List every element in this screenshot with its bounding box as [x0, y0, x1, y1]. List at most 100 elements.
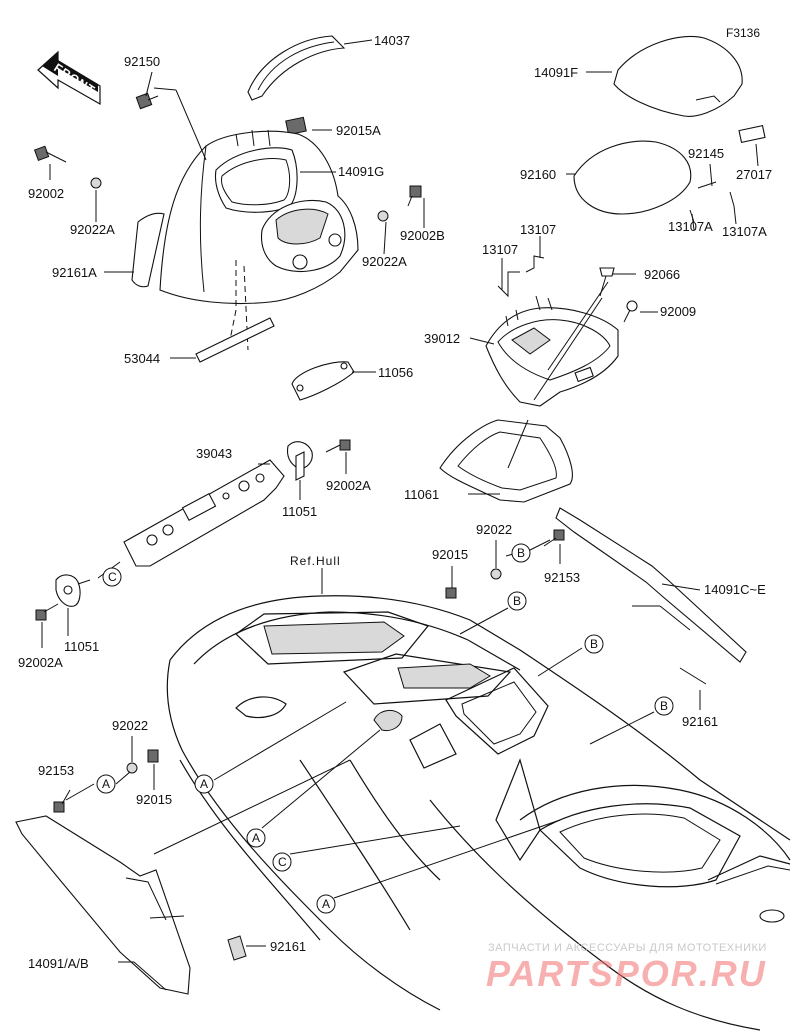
callout-letter: B	[513, 594, 521, 608]
pin-13107A-icon	[729, 191, 735, 207]
part-label: 13107	[520, 222, 556, 237]
bolt-92002B-icon	[407, 185, 422, 207]
part-label: 92022	[476, 522, 512, 537]
spring-13107-icon	[525, 255, 545, 273]
front-arrow-icon: FRONT	[37, 50, 101, 106]
part-label: 92015A	[336, 123, 381, 138]
bracket-11056	[291, 361, 355, 401]
part-label: 92015	[136, 792, 172, 807]
callout-letter: B	[660, 699, 668, 713]
part-label: 14091C~E	[704, 582, 766, 597]
part-label: 92150	[124, 54, 160, 69]
callout-marker: B	[507, 591, 527, 611]
part-labels: 14037 92150 92015A 14091G 92002 92022A 9…	[18, 33, 772, 971]
hull-reference	[166, 595, 791, 1031]
callout-letter: A	[252, 831, 260, 845]
callout-letter: A	[200, 777, 208, 791]
strip-92161-icon	[679, 667, 707, 685]
bolt-92153-icon	[53, 789, 71, 813]
bolt-92002A-icon	[325, 439, 351, 453]
part-label: 11051	[282, 504, 317, 519]
callout-letter: B	[590, 637, 598, 651]
bolt-92002-icon	[33, 145, 67, 163]
part-label: 92022A	[70, 222, 115, 237]
lid-14091F	[613, 35, 743, 117]
part-label: 92066	[644, 267, 680, 282]
glove-box-39012	[485, 295, 619, 407]
callout-marker: A	[246, 828, 266, 848]
callout-marker: B	[584, 634, 604, 654]
pin-92145-icon	[697, 181, 717, 189]
seal-strip-92161A	[131, 212, 165, 288]
part-label: 92002B	[400, 228, 445, 243]
watermark-caption: ЗАПЧАСТИ И АКСЕССУАРЫ ДЛЯ МОТОТЕХНИКИ	[488, 942, 767, 954]
mount-11051-low	[55, 574, 81, 607]
part-label: 39012	[424, 331, 460, 346]
part-label: 92145	[688, 146, 724, 161]
bar-53044	[195, 317, 275, 363]
callout-marker: A	[316, 894, 336, 914]
leader-line	[507, 419, 529, 469]
callout-marker: C	[102, 567, 122, 587]
part-label: 92002A	[326, 478, 371, 493]
spring-13107-icon	[497, 271, 520, 298]
part-label: 92002	[28, 186, 64, 201]
drawing-code: F3136	[726, 26, 760, 40]
part-label: 11056	[378, 365, 413, 380]
part-label: 11051	[64, 639, 99, 654]
bolt-92150-icon	[135, 92, 159, 110]
washer-92022-icon	[490, 568, 502, 580]
callout-letter: B	[517, 546, 525, 560]
callout-marker: A	[194, 774, 214, 794]
mount-11051-top	[286, 441, 313, 481]
callout-letter: C	[278, 855, 287, 869]
part-label: 14091F	[534, 65, 578, 80]
part-label: 92153	[544, 570, 580, 585]
part-label: 92161	[682, 714, 718, 729]
callouts: C B B B B A A A	[96, 543, 674, 914]
leader-lines	[41, 39, 759, 991]
part-label: 13107A	[668, 219, 713, 234]
part-label: 92002A	[18, 655, 63, 670]
side-mat-14091C-E	[555, 507, 747, 663]
part-label: 14091/A/B	[28, 956, 89, 971]
reference-hull-label: Ref.Hull	[290, 554, 341, 568]
part-label: 92160	[520, 167, 556, 182]
instrument-cover-part	[159, 129, 359, 305]
part-label: 39043	[196, 446, 232, 461]
callout-marker: A	[96, 774, 116, 794]
part-label: 92161A	[52, 265, 97, 280]
part-label: 92153	[38, 763, 74, 778]
watermark-brand: PARTSPOR.RU	[486, 953, 767, 994]
strip-92161-icon	[227, 935, 247, 961]
block-27017	[738, 124, 766, 144]
part-label: 53044	[124, 351, 160, 366]
part-label: 27017	[736, 167, 772, 182]
part-label: 14037	[374, 33, 410, 48]
washer-92022-icon	[126, 762, 138, 774]
gasket-frame-11061	[439, 419, 573, 503]
callout-marker: C	[272, 852, 292, 872]
gasket-92160	[573, 140, 692, 215]
nut-92015-icon	[445, 587, 457, 599]
callout-letter: A	[322, 897, 330, 911]
bolt-92153-icon	[543, 529, 565, 547]
watermark: ЗАПЧАСТИ И АКСЕССУАРЫ ДЛЯ МОТОТЕХНИКИ PA…	[486, 942, 767, 994]
assembly-guide-line	[229, 260, 237, 341]
part-label: 92015	[432, 547, 468, 562]
part-label: 13107	[482, 242, 518, 257]
part-label: 14091G	[338, 164, 384, 179]
panel-39043	[123, 459, 285, 567]
washer-92022A-icon	[90, 177, 102, 189]
callout-letter: C	[108, 570, 117, 584]
nut-92015-icon	[147, 749, 159, 763]
part-label: 13107A	[722, 224, 767, 239]
part-label: 92022	[112, 718, 148, 733]
part-label: 92022A	[362, 254, 407, 269]
part-label: 11061	[404, 487, 439, 502]
clip-92015A-icon	[285, 116, 307, 136]
part-label: 92009	[660, 304, 696, 319]
callout-letter: A	[102, 777, 110, 791]
part-label: 92161	[270, 939, 306, 954]
